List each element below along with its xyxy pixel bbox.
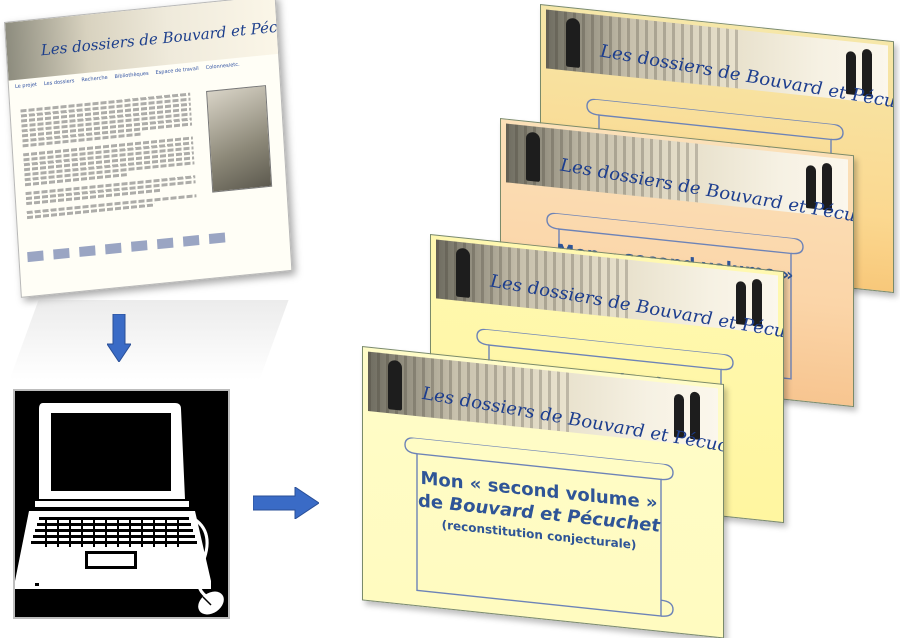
website-nav-item: Le projet [14,81,38,91]
website-screenshot: Les dossiers de Bouvard et Pécuchet Le p… [4,0,293,298]
website-nav-item: Recherche [81,74,108,84]
card-front: Les dossiers de Bouvard et Pécuchet Mon … [362,346,724,638]
flaubert-portrait-image [206,85,273,193]
partner-logos [27,224,282,265]
screenshot-reflection [9,300,289,380]
laptop-icon [15,403,224,615]
arrow-right-icon [253,487,319,519]
card-subheading-prefix: de [418,490,450,515]
website-nav-item: Bibliothèques [114,70,149,81]
website-nav-item: Les dossiers [43,78,75,88]
website-body-text [20,92,197,221]
scroll-frame: Mon « second volume » de Bouvard et Pécu… [403,436,675,623]
laptop-icon-panel [13,389,230,619]
arrow-down-icon [107,314,131,362]
website-nav-item: Espace de travail [155,65,199,77]
website-nav-item: Colonnes/etc. [205,61,240,72]
